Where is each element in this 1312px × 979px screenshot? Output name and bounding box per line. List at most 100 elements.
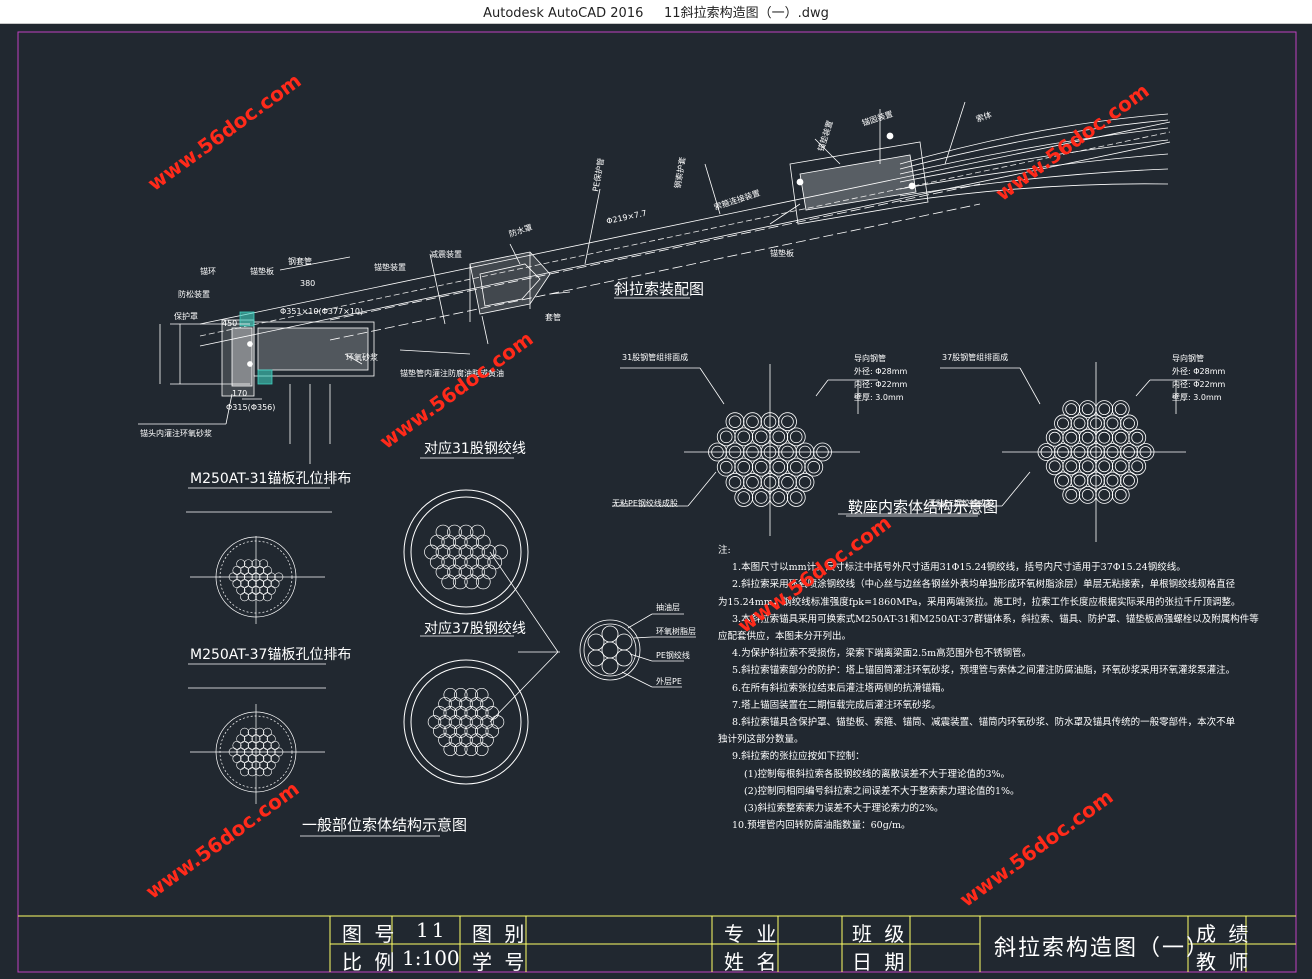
strand-circle bbox=[1120, 414, 1138, 433]
layer-label: 环氧树脂层 bbox=[656, 627, 696, 636]
strand-circle bbox=[1054, 443, 1072, 461]
saddle31-label: 31股钢管组排面成 bbox=[622, 353, 689, 362]
strand-circle bbox=[1128, 428, 1147, 447]
strand-circle bbox=[475, 554, 491, 570]
strand-circle bbox=[259, 760, 269, 770]
strand-inner-circle bbox=[1114, 431, 1127, 444]
strand-circle bbox=[259, 559, 269, 569]
svg-text:450: 450 bbox=[222, 319, 237, 328]
strand-circle bbox=[441, 574, 457, 590]
strand-inner-circle bbox=[763, 445, 777, 459]
strand-circle bbox=[255, 754, 265, 764]
strand-circle bbox=[475, 742, 489, 757]
note-line: 6.在所有斜拉索张拉结束后灌注塔两侧的抗滑锚箱。 bbox=[732, 682, 951, 694]
strand-inner-circle bbox=[1057, 474, 1069, 487]
strand-circle bbox=[1037, 443, 1056, 461]
guide-pipe-31: 导向钢管 外径: Φ28mm 内径: Φ22mm 壁厚: 3.0mm bbox=[854, 352, 907, 404]
guide-pipe-37: 导向钢管 外径: Φ28mm 内径: Φ22mm 壁厚: 3.0mm bbox=[1172, 352, 1225, 404]
strand-circle bbox=[769, 457, 789, 477]
strand-circle bbox=[1087, 414, 1105, 433]
strand-circle bbox=[464, 574, 480, 590]
strand-circle bbox=[464, 534, 480, 550]
strand-circle bbox=[438, 697, 452, 711]
guide-pipe-outer: 外径: Φ28mm bbox=[1172, 367, 1226, 376]
strand-circle bbox=[266, 760, 276, 770]
strand-inner-circle bbox=[1090, 417, 1102, 430]
strand-inner-circle bbox=[807, 460, 821, 474]
strand-circle bbox=[734, 457, 754, 477]
strand-circle bbox=[243, 559, 253, 569]
strand-circle bbox=[438, 715, 452, 729]
strand-circle bbox=[452, 554, 468, 570]
strand-circle bbox=[443, 742, 458, 757]
strand-circle bbox=[475, 574, 491, 590]
strand-circle bbox=[243, 585, 253, 595]
strand-circle bbox=[1095, 400, 1114, 419]
svg-text:索体: 索体 bbox=[975, 109, 993, 123]
note-line: 7.塔上锚固装置在二期恒载完成后灌注环氧砂浆。 bbox=[732, 699, 941, 711]
strand-circle bbox=[262, 767, 272, 777]
strand-circle bbox=[270, 754, 280, 764]
date-label: 日 期 bbox=[852, 950, 908, 974]
strand-circle bbox=[1062, 428, 1081, 447]
strand-circle bbox=[475, 724, 489, 738]
strand-inner-circle bbox=[1106, 417, 1119, 430]
strand-circle bbox=[427, 715, 442, 729]
strand-circle bbox=[778, 472, 797, 492]
strand-inner-circle bbox=[737, 460, 751, 474]
strand-circle bbox=[1070, 471, 1089, 490]
strand-circle bbox=[1062, 400, 1081, 419]
strand-circle bbox=[481, 544, 497, 560]
strand-circle bbox=[236, 760, 246, 770]
strand-circle bbox=[1087, 471, 1105, 490]
svg-text:Φ219×7.7: Φ219×7.7 bbox=[606, 209, 648, 226]
strand-circle bbox=[255, 767, 265, 777]
strand-circle bbox=[247, 592, 257, 602]
strand-circle bbox=[448, 697, 463, 711]
major-label: 专 业 bbox=[724, 922, 780, 946]
strand-inner-circle bbox=[1114, 488, 1127, 501]
note-line: 为15.24mm，钢绞线标准强度fpk=1860MPa，采用两端张拉。施工时，拉… bbox=[718, 596, 1241, 608]
strand-circle bbox=[475, 687, 489, 702]
svg-text:锚垫装置: 锚垫装置 bbox=[374, 262, 406, 272]
strand-inner-circle bbox=[1114, 460, 1127, 473]
strand-circle bbox=[786, 488, 806, 507]
drawing-no-label: 图 号 bbox=[342, 922, 398, 946]
drawing-canvas[interactable]: PE保护管 Φ219×7.7 钢索护套 索箍连接装置 锚垫装置 锚固装置 索体 … bbox=[0, 24, 1312, 979]
anchor-37-title: M250AT-37锚板孔位排布 bbox=[190, 647, 352, 663]
strand-inner-circle bbox=[728, 445, 742, 459]
strand-circle bbox=[262, 592, 272, 602]
strand-inner-circle bbox=[1081, 488, 1094, 501]
strand-inner-circle bbox=[1073, 474, 1086, 487]
strand-circle bbox=[760, 442, 780, 462]
strand-inner-circle bbox=[755, 491, 768, 504]
svg-text:防水罩: 防水罩 bbox=[508, 222, 534, 239]
strand-circle bbox=[232, 740, 242, 750]
strand-circle bbox=[1111, 485, 1130, 504]
strand-circle bbox=[435, 544, 451, 560]
notes-heading: 注: bbox=[718, 545, 731, 556]
anchor-31-holes bbox=[228, 559, 284, 602]
svg-text:锚垫板: 锚垫板 bbox=[250, 266, 274, 276]
strand-circle bbox=[760, 412, 780, 432]
strand-circle bbox=[1062, 457, 1081, 476]
strand-circle bbox=[236, 734, 246, 744]
strand-circle bbox=[443, 724, 458, 738]
note-line: (2)控制同相同编号斜拉索之间误差不大于整索索力理论值的1%。 bbox=[744, 785, 1020, 797]
svg-text:锚垫装置: 锚垫装置 bbox=[815, 119, 834, 153]
strand-inner-circle bbox=[746, 445, 759, 459]
note-line: 4.为保护斜拉索不受损伤，梁索下端离梁面2.5m高范围外包不锈钢管。 bbox=[732, 648, 1032, 660]
strand-circle bbox=[240, 579, 250, 589]
strand-circle bbox=[464, 706, 479, 720]
strand-circle bbox=[262, 727, 272, 737]
svg-text:保护罩: 保护罩 bbox=[174, 311, 198, 321]
strand-circle bbox=[493, 544, 508, 560]
strand-inner-circle bbox=[728, 415, 742, 428]
strand-circle bbox=[481, 564, 497, 580]
strand-circle bbox=[469, 733, 484, 747]
strand-inner-circle bbox=[711, 445, 724, 459]
strand-circle bbox=[708, 442, 727, 462]
window-titlebar: Autodesk AutoCAD 2016 11斜拉索构造图（一）.dwg bbox=[0, 0, 1312, 24]
strand-circle bbox=[452, 574, 468, 590]
strand-circle bbox=[438, 733, 452, 747]
